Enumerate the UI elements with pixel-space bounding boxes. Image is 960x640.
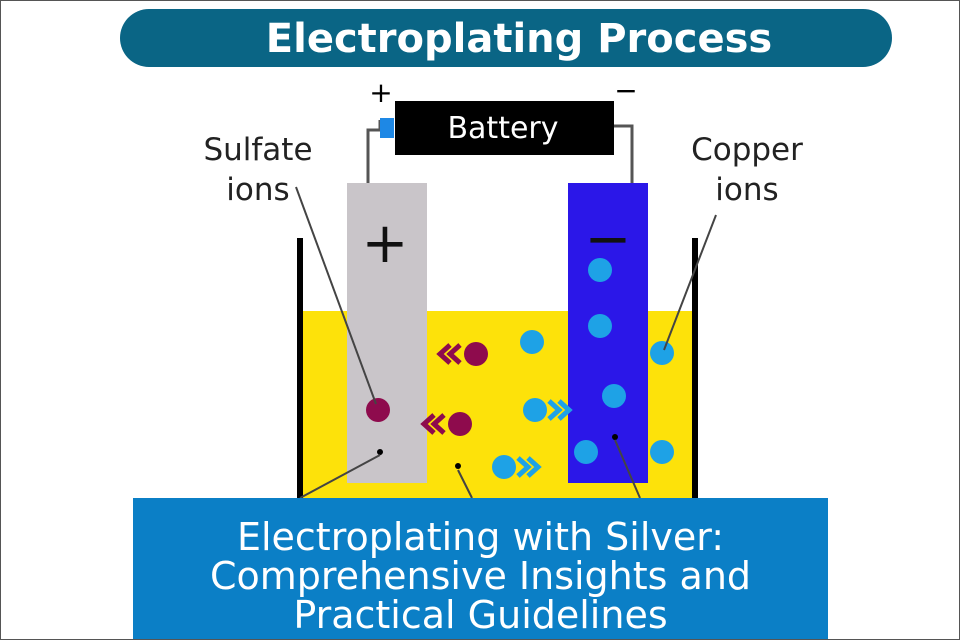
battery-label: Battery — [447, 111, 558, 146]
caption-line-3: Practical Guidelines — [293, 593, 668, 637]
sulfate-ion — [448, 412, 472, 436]
caption-line-1: Electroplating with Silver: — [236, 515, 725, 559]
sulfate-label-line1: Sulfate — [203, 132, 312, 168]
copper-ion — [588, 258, 612, 282]
arrow-left-icon — [420, 413, 446, 435]
dot — [377, 449, 383, 455]
arrow-right-icon — [516, 456, 542, 478]
page-title: Electroplating Process — [266, 16, 772, 62]
anode-sign: + — [362, 211, 409, 276]
solution-leader-line — [457, 469, 473, 499]
anode-leader-line — [299, 454, 381, 499]
arrow-left-icon — [436, 343, 462, 365]
sulfate-leader-line — [295, 186, 377, 405]
battery-positive-sign: + — [369, 76, 392, 109]
copper-label-line2: ions — [715, 172, 778, 208]
anode-electrode — [347, 183, 427, 483]
copper-leader-line — [663, 214, 717, 351]
dot — [612, 434, 618, 440]
dot — [455, 463, 461, 469]
copper-ion — [602, 384, 626, 408]
battery — [395, 101, 614, 155]
sulfate-label-line2: ions — [226, 172, 289, 208]
copper-ion — [520, 330, 544, 354]
copper-ion — [492, 455, 516, 479]
arrow-right-icon — [547, 399, 573, 421]
title-banner — [120, 9, 892, 67]
positive-wire — [366, 120, 382, 183]
copper-ion — [650, 341, 674, 365]
negative-wire — [614, 124, 634, 183]
battery-negative-sign: − — [614, 74, 637, 107]
caption-overlay: Electroplating with Silver: Comprehensiv… — [133, 498, 828, 640]
copper-ion — [650, 440, 674, 464]
caption-line-2: Comprehensive Insights and — [209, 554, 752, 598]
sulfate-ion — [464, 342, 488, 366]
copper-ion — [574, 440, 598, 464]
copper-label-line1: Copper — [691, 132, 803, 168]
battery-terminal — [380, 118, 394, 138]
copper-ion — [523, 398, 547, 422]
cathode-leader-line — [614, 439, 641, 499]
copper-ion — [588, 314, 612, 338]
sulfate-ion — [366, 398, 390, 422]
